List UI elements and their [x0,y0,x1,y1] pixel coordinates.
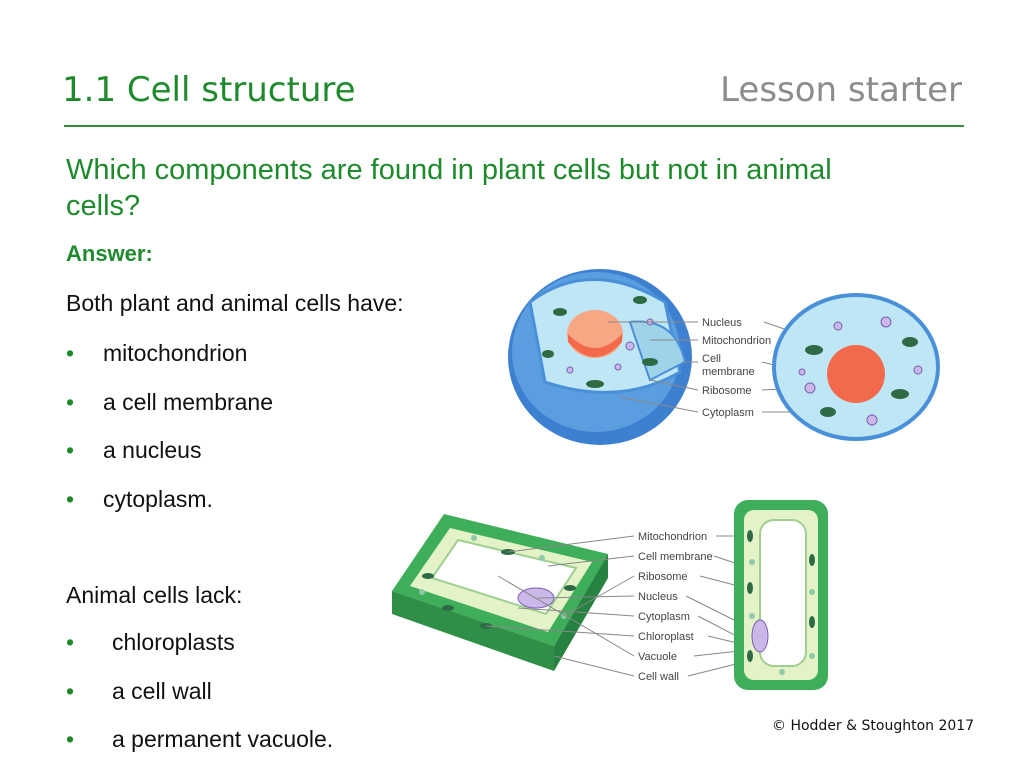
both-heading: Both plant and animal cells have: [66,290,404,316]
list-item: mitochondrion [103,340,248,366]
list-item: a cell membrane [103,389,274,415]
bullet-marker: • [66,389,75,415]
label-nucleus: Nucleus [638,591,678,603]
answer-label: Answer: [66,241,153,266]
bullet-marker: • [66,486,75,512]
label-ribosome: Ribosome [702,385,752,397]
list-item: a cell wall [112,678,212,704]
animal-cell-2d [772,293,940,441]
list-item: a nucleus [103,437,202,463]
label-cytoplasm: Cytoplasm [702,407,754,419]
plant-cell-3d [392,514,608,671]
label-cytoplasm: Cytoplasm [638,611,690,623]
slide-title: 1.1 Cell structure [62,70,356,110]
bullet-marker: • [66,726,75,752]
label-cell-wall: Cell wall [638,671,679,683]
label-cell: Cell [702,353,721,365]
question-text: Which components are found in plant cell… [66,154,832,222]
label-chloroplast: Chloroplast [638,631,694,643]
animal-cell-diagram: Nucleus Mitochondrion Cell membrane Ribo… [508,269,940,445]
copyright-notice: © Hodder & Stoughton 2017 [772,718,975,734]
label-mitochondrion: Mitochondrion [702,335,771,347]
label-membrane: membrane [702,366,755,378]
plant-cell-diagram: Mitochondrion Cell membrane Ribosome Nuc… [392,500,828,690]
label-ribosome: Ribosome [638,571,688,583]
title-divider [64,125,964,127]
list-item: chloroplasts [112,629,235,655]
animal-cell-3d [508,269,692,445]
label-vacuole: Vacuole [638,651,677,663]
slide-subtitle: Lesson starter [720,70,962,110]
list-item: a permanent vacuole. [112,726,334,752]
bullet-marker: • [66,437,75,463]
label-mitochondrion: Mitochondrion [638,531,707,543]
bullet-marker: • [66,340,75,366]
list-item: cytoplasm. [103,486,213,512]
lack-heading: Animal cells lack: [66,582,243,608]
label-nucleus: Nucleus [702,317,742,329]
bullet-marker: • [66,678,75,704]
label-cell-membrane: Cell membrane [638,551,713,563]
bullet-marker: • [66,629,75,655]
plant-cell-2d [734,500,828,690]
